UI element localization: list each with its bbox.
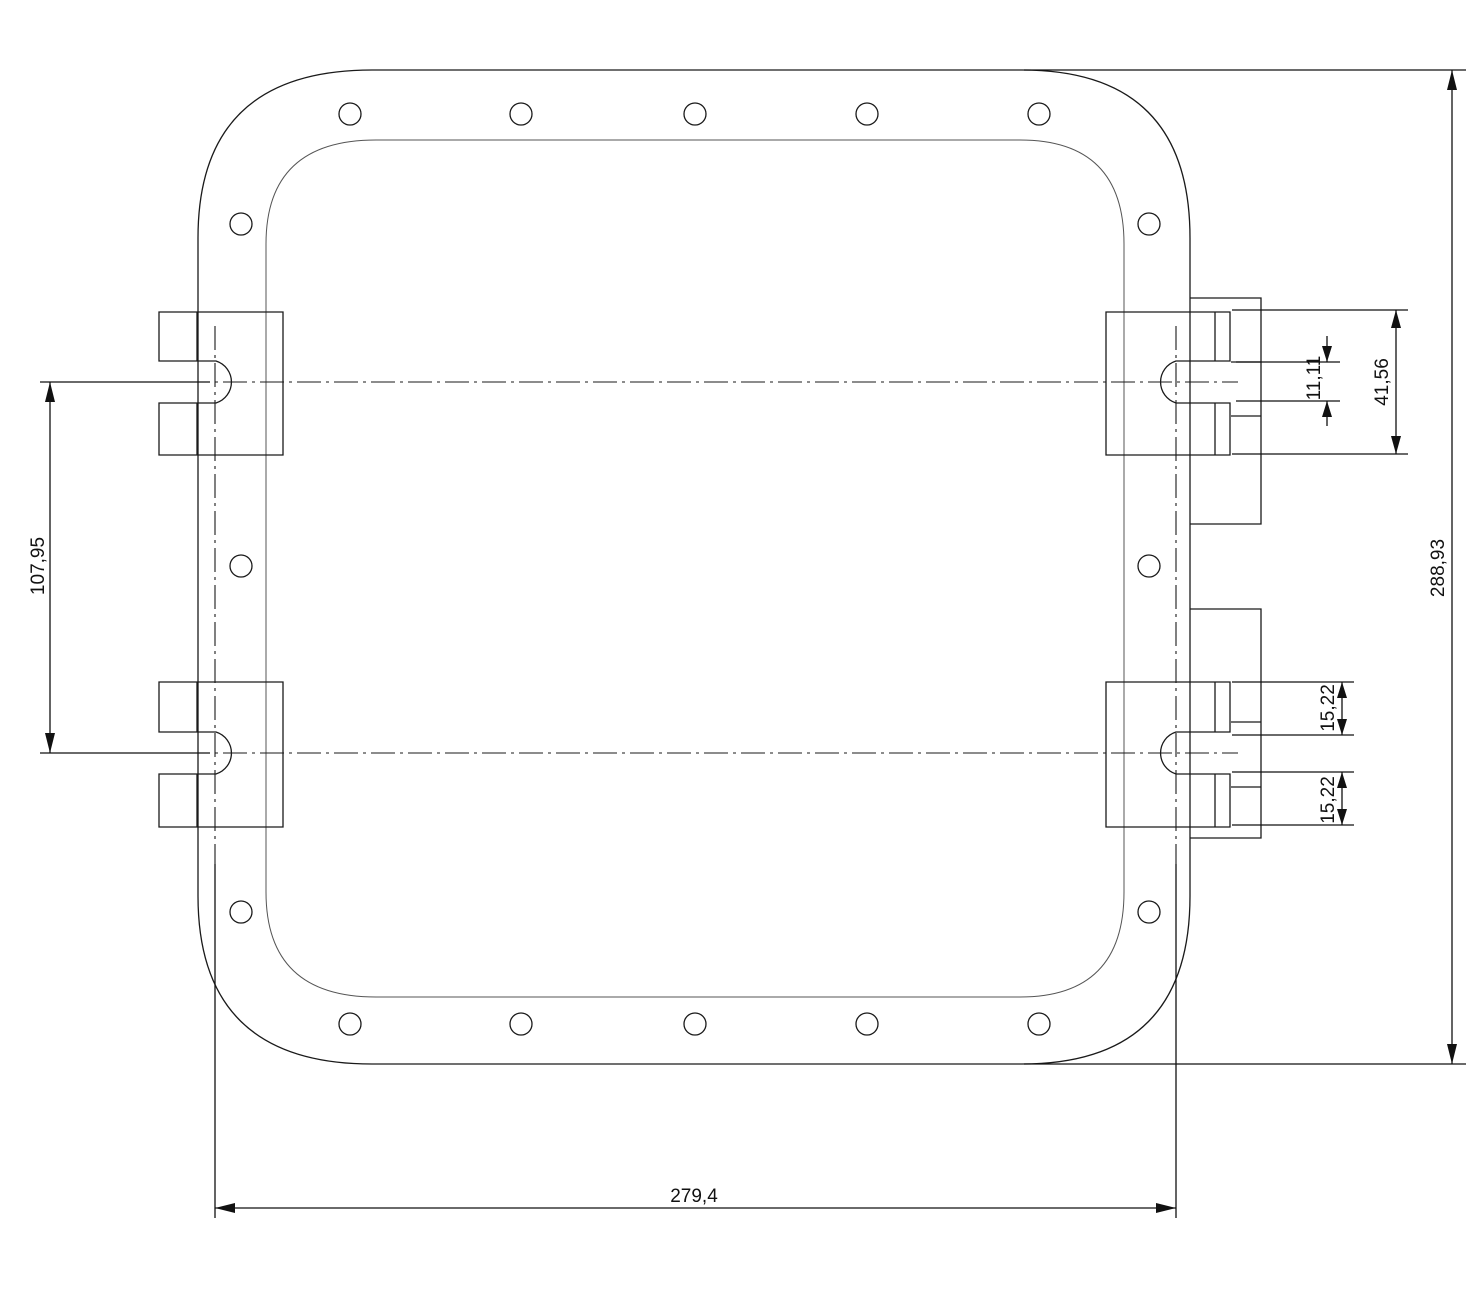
clip-height-label: 41,56 (1372, 358, 1393, 406)
dimension-overall-width: 279,4 (215, 1186, 1176, 1213)
clip-spacing-label: 107,95 (28, 537, 49, 595)
slot-width-label: 11,11 (1304, 356, 1325, 401)
overall-height-label: 288,93 (1428, 539, 1449, 597)
clamp-top-right (1105, 311, 1231, 456)
dimension-clip-height: 41,56 (1372, 310, 1401, 454)
clamp-top-left (158, 311, 284, 456)
right-side-lugs (1190, 297, 1262, 839)
dimension-clip-spacing: 107,95 (28, 382, 55, 753)
centerlines (186, 326, 1238, 864)
tab-lower-label: 15,22 (1318, 776, 1339, 824)
dimension-slot-width: 11,11 (1304, 336, 1332, 426)
dimension-overall-height: 288,93 (1428, 70, 1457, 1064)
bolt-holes (229, 102, 1161, 1036)
outer-flange-outline (197, 69, 1191, 1065)
clamp-bottom-left (158, 681, 284, 828)
dimension-tab-lower: 15,22 (1318, 772, 1347, 825)
extension-lines (40, 69, 1466, 1218)
clamp-bottom-right (1105, 681, 1231, 828)
dimension-tab-upper: 15,22 (1318, 682, 1347, 735)
overall-width-label: 279,4 (670, 1186, 718, 1207)
tab-upper-label: 15,22 (1318, 684, 1339, 732)
inner-opening-outline (265, 139, 1125, 998)
